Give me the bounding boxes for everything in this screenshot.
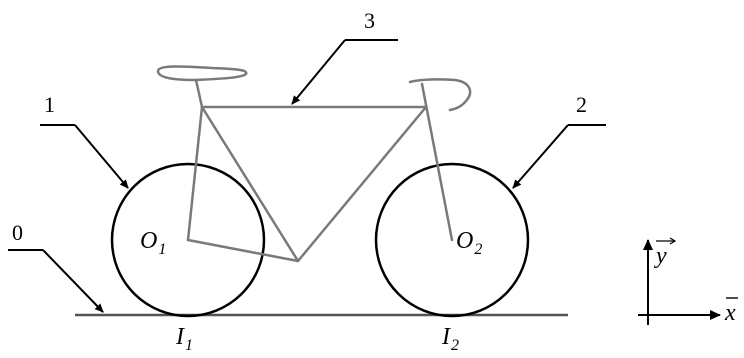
callout-front-wheel: 2 [512, 92, 606, 189]
point-o1: O1 [140, 228, 166, 258]
chain-stay [186, 238, 300, 263]
seat-tube [200, 105, 300, 263]
rear-wheel [110, 162, 266, 318]
seat-post [194, 78, 204, 109]
callout-ground: 0 [8, 220, 104, 313]
y-axis-label: y [654, 243, 667, 269]
coordinate-axes: x y [638, 237, 738, 326]
label-1: 1 [44, 92, 55, 117]
saddle [156, 65, 248, 82]
x-axis-label: x [724, 300, 736, 326]
label-2: 2 [576, 92, 587, 117]
callout-frame: 3 [291, 8, 398, 105]
callout-rear-wheel: 1 [40, 92, 129, 189]
point-i2: I2 [441, 324, 459, 354]
label-0: 0 [12, 220, 23, 245]
front-wheel [374, 162, 530, 318]
seat-stay [186, 105, 204, 242]
label-3: 3 [364, 8, 375, 33]
fork [420, 82, 454, 242]
down-tube [296, 105, 428, 263]
bicycle-frame [156, 65, 472, 263]
point-o2: O2 [456, 228, 482, 258]
point-i1: I1 [175, 324, 193, 354]
handlebar [408, 78, 472, 112]
